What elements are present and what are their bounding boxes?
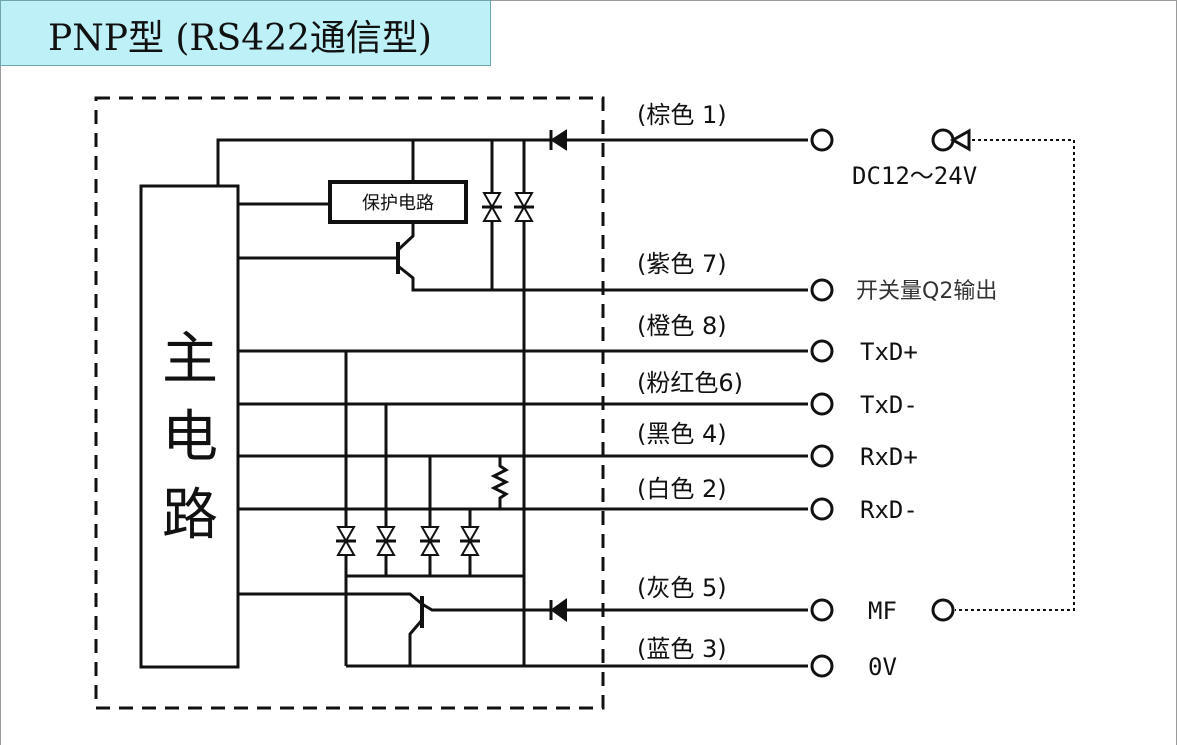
terminal-pink: [810, 392, 834, 416]
tvs-diode-rxd-plus: [420, 526, 440, 556]
terminal-brown: [810, 128, 834, 152]
supply-diode: [550, 129, 567, 151]
supply-arrow-icon: [949, 128, 971, 152]
terminating-resistor: [490, 456, 510, 509]
main-circuit-char-1: 主: [162, 327, 218, 392]
terminal-black: [810, 444, 834, 468]
signal-zero-volt: 0V: [868, 653, 897, 681]
page-title: PNP型 (RS422通信型): [48, 18, 432, 59]
signal-txd-minus: TxD-: [860, 391, 918, 419]
wire-label-black: (黑色 4): [637, 420, 727, 448]
tvs-diode-supply-2: [514, 192, 534, 222]
top-border: [491, 0, 1177, 1]
title-banner: PNP型 (RS422通信型): [0, 0, 491, 66]
wire-label-blue: (蓝色 3): [637, 635, 727, 663]
protection-circuit-label: 保护电路: [362, 193, 434, 214]
supply-bus: [216, 138, 808, 186]
terminal-grey: [810, 598, 834, 622]
signal-rxd-minus: RxD-: [860, 496, 918, 524]
main-circuit-char-3: 路: [162, 483, 218, 548]
terminal-purple: [810, 278, 834, 302]
protection-circuit-box: [328, 180, 468, 224]
terminal-white: [810, 497, 834, 521]
tvs-diode-rxd-minus: [460, 526, 480, 556]
main-circuit-char-2: 电: [162, 405, 218, 470]
signal-rxd-plus: RxD+: [860, 443, 918, 471]
main-circuit-block: [139, 184, 240, 669]
terminal-blue: [810, 654, 834, 678]
mf-emitter: [408, 619, 424, 666]
tvs-diode-txd-plus: [336, 526, 356, 556]
wire-label-purple: (紫色 7): [637, 250, 727, 278]
wire-label-white: (白色 2): [637, 475, 727, 503]
external-supply-loop: [955, 139, 1075, 611]
signal-txd-plus: TxD+: [860, 338, 918, 366]
terminal-orange: [810, 339, 834, 363]
q2-collector: [396, 222, 415, 252]
mf-base-wire: [238, 592, 423, 606]
tvs-diode-supply-1: [482, 192, 502, 222]
wire-label-brown: (棕色 1): [637, 101, 727, 129]
signal-supply: DC12～24V: [852, 162, 977, 190]
signal-mf: MF: [868, 597, 897, 625]
mf-wire: [421, 602, 808, 612]
tvs-diodes: [336, 192, 534, 556]
q2-output-wire: [397, 264, 808, 292]
left-border: [0, 66, 1, 745]
wire-label-grey: (灰色 5): [637, 574, 727, 602]
signal-q2-output: 开关量Q2输出: [856, 279, 997, 304]
wire-label-orange: (橙色 8): [637, 312, 727, 340]
wire-label-pink: (粉红色6): [637, 369, 743, 397]
mf-terminal-external: [931, 598, 955, 622]
mf-diode: [550, 598, 567, 622]
tvs-diode-txd-minus: [376, 526, 396, 556]
